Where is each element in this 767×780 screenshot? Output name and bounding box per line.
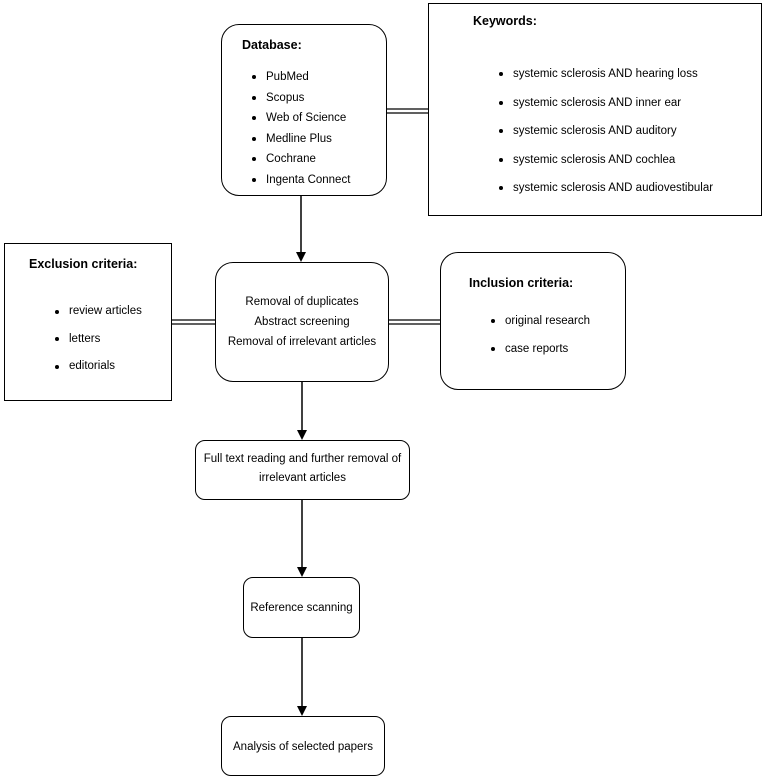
keywords-title: Keywords: — [473, 14, 537, 28]
inclusion-item: original research — [491, 307, 590, 335]
inclusion-title: Inclusion criteria: — [469, 276, 574, 290]
exclusion-item: review articles — [55, 298, 142, 326]
keywords-list: systemic sclerosis AND hearing loss syst… — [499, 60, 713, 203]
analysis-label: Analysis of selected papers — [233, 741, 373, 753]
link-screening-inclusion — [389, 319, 440, 325]
reference-label: Reference scanning — [250, 602, 353, 614]
analysis-box: Analysis of selected papers — [221, 716, 385, 776]
exclusion-box: Exclusion criteria: review articles lett… — [4, 243, 172, 401]
inclusion-box: Inclusion criteria: original research ca… — [440, 252, 626, 390]
database-item: Ingenta Connect — [252, 170, 350, 191]
keyword-item: systemic sclerosis AND auditory — [499, 117, 713, 146]
inclusion-item: case reports — [491, 335, 590, 363]
inclusion-list: original research case reports — [491, 307, 590, 363]
database-item: Scopus — [252, 88, 350, 109]
screening-step: Abstract screening — [254, 316, 350, 328]
link-exclusion-screening — [172, 319, 215, 325]
keyword-item: systemic sclerosis AND hearing loss — [499, 60, 713, 89]
keyword-item: systemic sclerosis AND inner ear — [499, 89, 713, 118]
database-item: Medline Plus — [252, 129, 350, 150]
keyword-item: systemic sclerosis AND audiovestibular — [499, 174, 713, 203]
fulltext-line: irrelevant articles — [259, 472, 346, 484]
database-item: PubMed — [252, 67, 350, 88]
keyword-item: systemic sclerosis AND cochlea — [499, 146, 713, 175]
link-database-keywords — [387, 108, 428, 114]
exclusion-list: review articles letters editorials — [55, 298, 142, 381]
keywords-box: Keywords: systemic sclerosis AND hearing… — [428, 3, 762, 216]
database-list: PubMed Scopus Web of Science Medline Plu… — [252, 67, 350, 190]
database-title: Database: — [242, 38, 302, 52]
exclusion-title: Exclusion criteria: — [29, 257, 138, 271]
screening-step: Removal of duplicates — [245, 296, 359, 308]
exclusion-item: letters — [55, 326, 142, 354]
fulltext-box: Full text reading and further removal of… — [195, 440, 410, 500]
database-box: Database: PubMed Scopus Web of Science M… — [221, 24, 387, 196]
database-item: Web of Science — [252, 108, 350, 129]
exclusion-item: editorials — [55, 353, 142, 381]
reference-box: Reference scanning — [243, 577, 360, 638]
fulltext-line: Full text reading and further removal of — [203, 453, 402, 465]
database-item: Cochrane — [252, 149, 350, 170]
screening-box: Removal of duplicates Abstract screening… — [215, 262, 389, 382]
screening-step: Removal of irrelevant articles — [227, 336, 377, 348]
